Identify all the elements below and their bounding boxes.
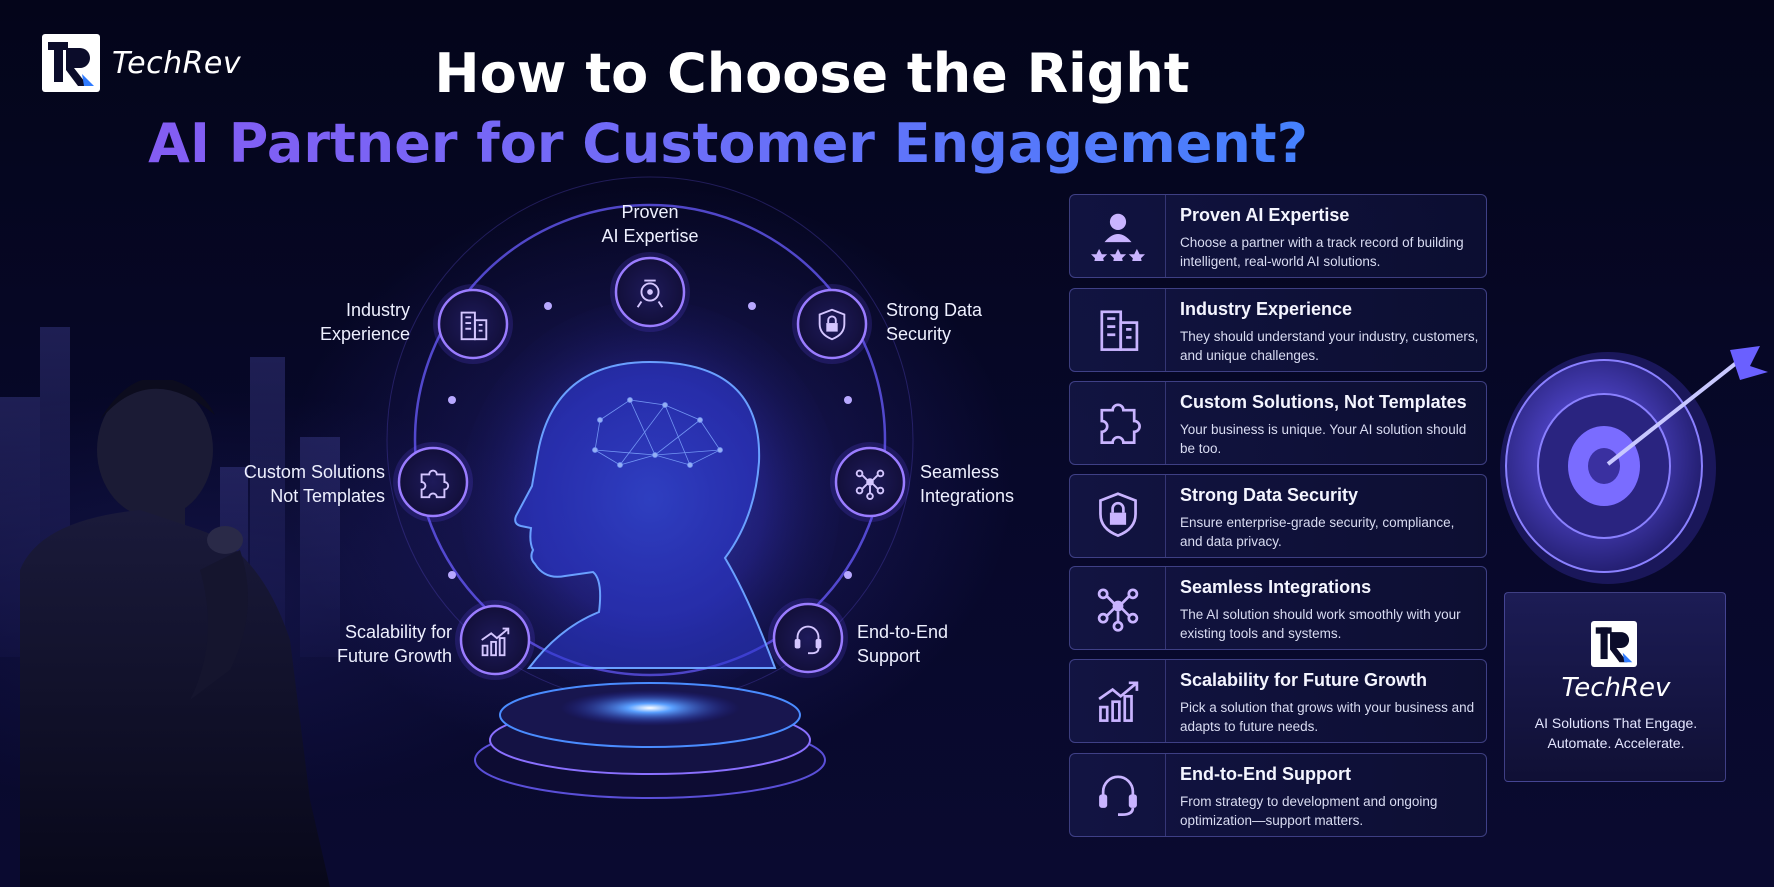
headset-icon <box>794 625 822 655</box>
wheel-node-label-line1: Strong Data <box>886 300 983 320</box>
wheel-node <box>792 284 872 364</box>
wheel-node <box>433 284 513 364</box>
puzzle-icon <box>1091 394 1145 453</box>
wheel-node-label-line2: Integrations <box>920 486 1015 506</box>
page-title: How to Choose the Right <box>434 42 1190 105</box>
ring-dot <box>844 571 852 579</box>
pedestal-glow <box>560 690 740 726</box>
expert-stars-icon <box>1090 207 1145 266</box>
card-title: End-to-End Support <box>1180 764 1351 784</box>
card-icon-box <box>1070 567 1166 649</box>
card-title: Scalability for Future Growth <box>1180 670 1428 690</box>
brand-tagline: AI Solutions That Engage. Automate. Acce… <box>1534 715 1698 751</box>
techrev-logo-icon <box>1591 621 1637 667</box>
criteria-card: End-to-End Support From strategy to deve… <box>1069 753 1487 837</box>
integration-icon <box>1091 579 1145 638</box>
card-icon-box <box>1070 382 1166 464</box>
criteria-card: Proven AI Expertise Choose a partner wit… <box>1069 194 1487 278</box>
card-title: Industry Experience <box>1180 299 1353 319</box>
neural-network-mesh <box>592 397 723 468</box>
thinking-man-silhouette <box>20 380 330 887</box>
ai-expertise-icon <box>636 279 664 308</box>
wheel-node <box>393 442 473 522</box>
card-icon-box <box>1070 660 1166 742</box>
card-description: They should understand your industry, cu… <box>1180 329 1479 363</box>
page-subtitle: AI Partner for Customer Engagement? <box>0 112 1456 175</box>
wheel-node <box>455 600 535 680</box>
wheel-node <box>610 252 690 332</box>
growth-chart-icon <box>1091 672 1145 731</box>
criteria-card: Seamless Integrations The AI solution sh… <box>1069 566 1487 650</box>
wheel-node-label-line2: Not Templates <box>270 486 385 506</box>
card-title: Strong Data Security <box>1180 485 1359 505</box>
integration-icon <box>855 469 885 501</box>
card-description: Ensure enterprise-grade security, compli… <box>1180 515 1455 549</box>
card-title: Seamless Integrations <box>1180 577 1372 597</box>
box-brand-name: TechRev <box>1561 673 1671 703</box>
puzzle-icon <box>420 469 450 499</box>
headset-icon <box>1091 766 1145 825</box>
shield-lock-icon <box>1091 487 1145 546</box>
building-icon <box>460 311 488 341</box>
ring-dot <box>748 302 756 310</box>
wheel-node-label-line2: Future Growth <box>336 646 452 666</box>
card-description: Your business is unique. Your AI solutio… <box>1180 422 1467 456</box>
ring-dot <box>448 396 456 404</box>
growth-chart-icon <box>481 627 510 657</box>
brand-name: TechRev <box>112 45 242 81</box>
wheel-node-label-line1: Custom Solutions <box>243 462 385 482</box>
card-icon-box <box>1070 195 1166 277</box>
ai-head-silhouette <box>514 360 777 669</box>
wheel-node-label-line2: Security <box>886 324 952 344</box>
ring-dot <box>448 571 456 579</box>
wheel-node <box>830 442 910 522</box>
ring-dot <box>844 396 852 404</box>
card-icon-box <box>1070 475 1166 557</box>
wheel-node <box>768 598 848 678</box>
card-icon-box <box>1070 289 1166 371</box>
card-title: Custom Solutions, Not Templates <box>1180 392 1467 412</box>
brand-logo: TechRev <box>42 34 241 92</box>
ring-dot <box>544 302 552 310</box>
city-building <box>300 437 340 657</box>
wheel-node-label-line1: Industry <box>345 300 410 320</box>
wheel-node-label-line1: Scalability for <box>344 622 452 642</box>
wheel-node-label-line1: Proven <box>621 202 679 222</box>
building-icon <box>1091 301 1145 360</box>
card-description: Pick a solution that grows with your bus… <box>1180 700 1475 734</box>
target-bullseye-icon <box>1500 346 1768 584</box>
shield-lock-icon <box>818 308 846 341</box>
card-icon-box <box>1070 754 1166 836</box>
wheel-node-label-line2: AI Expertise <box>601 226 699 246</box>
card-title: Proven AI Expertise <box>1180 205 1350 225</box>
card-description: The AI solution should work smoothly wit… <box>1180 607 1461 641</box>
criteria-card: Custom Solutions, Not Templates Your bus… <box>1069 381 1487 465</box>
criteria-card: Industry Experience They should understa… <box>1069 288 1487 372</box>
wheel-node-label-line1: End-to-End <box>857 622 949 642</box>
wheel-node-label: Proven AI Expertise <box>598 200 702 248</box>
techrev-logo-icon <box>42 34 100 92</box>
card-description: Choose a partner with a track record of … <box>1180 235 1464 269</box>
criteria-card: Strong Data Security Ensure enterprise-g… <box>1069 474 1487 558</box>
wheel-node-label-line1: Seamless <box>920 462 1000 482</box>
card-description: From strategy to development and ongoing… <box>1180 794 1438 828</box>
brand-box: TechRev AI Solutions That Engage. Automa… <box>1504 592 1726 782</box>
criteria-card: Scalability for Future Growth Pick a sol… <box>1069 659 1487 743</box>
wheel-node-label-line2: Support <box>857 646 921 666</box>
wheel-node-label-line2: Experience <box>319 324 410 344</box>
